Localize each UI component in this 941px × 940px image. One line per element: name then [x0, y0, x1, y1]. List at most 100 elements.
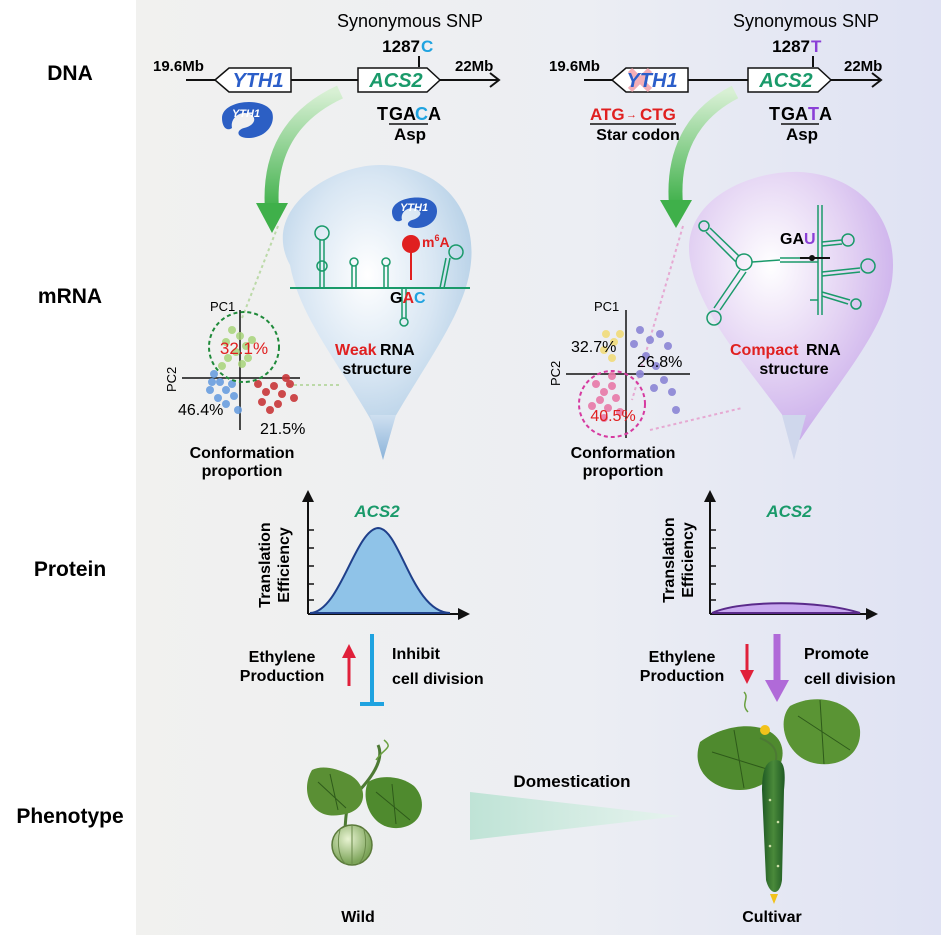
left-pct-red: 21.5%: [260, 421, 305, 438]
left-inhibit-2: cell division: [392, 671, 484, 688]
left-mrna-bubble: m6A YTH1 GAC Weak RNA structure: [282, 165, 472, 440]
right-structure-word: Compact: [730, 342, 799, 359]
right-snp-position: 1287: [772, 37, 810, 56]
left-te-ylabel-2: Efficiency: [276, 527, 293, 603]
left-pca-highlight: [208, 311, 280, 383]
left-te-chart: ACS2 Translation Efficiency: [257, 490, 470, 620]
row-label-phenotype: Phenotype: [16, 805, 123, 828]
left-pc2-label: PC2: [164, 367, 179, 392]
left-locus-start: 19.6Mb: [153, 58, 204, 75]
panel-background: [136, 0, 941, 935]
left-pca-plot: PC1 PC2 32.1% 46.4% 21.5% Conformation p…: [164, 299, 305, 480]
right-structure-rna: RNA: [806, 342, 841, 359]
right-snp-base: T: [811, 37, 822, 56]
row-label-protein: Protein: [34, 558, 106, 581]
right-gene-yth1-label: YTH1: [626, 70, 677, 92]
phenotype-wild-label: Wild: [341, 909, 375, 926]
right-gene-acs2-label: ACS2: [758, 70, 812, 92]
left-mrna-yth1-icon: [392, 197, 438, 228]
right-mrna-bubble: GAU Compact RNA structure: [689, 171, 894, 440]
svg-text:T: T: [377, 104, 388, 124]
svg-text:A: A: [795, 104, 808, 124]
svg-text:C: C: [415, 104, 428, 124]
right-gene-acs2: [747, 67, 833, 93]
left-inhibit-1: Inhibit: [392, 646, 441, 663]
left-gene-yth1-label: YTH1: [232, 70, 283, 92]
svg-text:G: G: [781, 104, 795, 124]
svg-text:Star codon: Star codon: [596, 127, 680, 144]
row-label-mrna: mRNA: [38, 285, 102, 308]
left-codon: T G A C A: [377, 104, 441, 125]
row-label-dna: DNA: [47, 62, 93, 85]
right-snp-title: Synonymous SNP: [733, 11, 879, 31]
m6a-mark-icon: [402, 235, 420, 253]
svg-text:A: A: [819, 104, 832, 124]
right-yth1-disrupted-icon: [627, 67, 653, 93]
left-pc1-label: PC1: [210, 299, 235, 314]
svg-text:→: →: [626, 109, 637, 121]
svg-text:A: A: [428, 104, 441, 124]
right-dna-panel: Synonymous SNP 1287 T 19.6Mb 22Mb YTH1 A…: [549, 11, 883, 144]
right-ethylene-2: Production: [640, 668, 724, 685]
left-green-arrow: [264, 85, 344, 211]
left-structure-rna: RNA: [380, 342, 415, 359]
domestication-arrow: [470, 792, 680, 840]
m6a-label: m6A: [422, 233, 450, 250]
left-motif: GAC: [390, 290, 426, 307]
left-dna-panel: Synonymous SNP 1287 C 19.6Mb 22Mb YTH1 A…: [153, 11, 501, 144]
right-te-ylabel-1: Translation: [661, 517, 678, 602]
left-structure-line2: structure: [342, 361, 411, 378]
left-snp-title: Synonymous SNP: [337, 11, 483, 31]
right-motif: GAU: [780, 231, 816, 248]
svg-text:G: G: [389, 104, 403, 124]
left-locus-end: 22Mb: [455, 58, 493, 75]
left-ethylene-1: Ethylene: [249, 649, 316, 666]
left-gene-acs2-label: ACS2: [368, 70, 422, 92]
svg-text:ATG: ATG: [590, 105, 625, 124]
right-te-chart: ACS2 Translation Efficiency: [661, 490, 878, 620]
left-conformation-1: Conformation: [190, 445, 295, 462]
right-pct-purple: 26.8%: [637, 354, 682, 371]
right-conformation-2: proportion: [583, 463, 664, 480]
phenotype-cultivar-label: Cultivar: [742, 909, 802, 926]
right-locus-start: 19.6Mb: [549, 58, 600, 75]
wild-plant-image: [307, 739, 422, 866]
left-te-ylabel-1: Translation: [257, 522, 274, 607]
svg-text:T: T: [769, 104, 780, 124]
left-yth1-protein-icon: YTH1: [222, 101, 273, 138]
right-pc2-label: PC2: [548, 361, 563, 386]
left-conformation-2: proportion: [202, 463, 283, 480]
left-down-arrow: [370, 415, 396, 460]
left-amino-acid: Asp: [394, 125, 426, 144]
right-pc1-label: PC1: [594, 299, 619, 314]
left-gene-acs2: [357, 67, 442, 93]
right-te-gene: ACS2: [765, 502, 812, 521]
right-promote-2: cell division: [804, 671, 896, 688]
right-conformation-1: Conformation: [571, 445, 676, 462]
left-pct-blue: 46.4%: [178, 402, 223, 419]
left-snp-position: 1287: [382, 37, 420, 56]
right-promote-1: Promote: [804, 646, 869, 663]
left-te-gene: ACS2: [353, 502, 400, 521]
right-ethylene-1: Ethylene: [649, 649, 716, 666]
right-amino-acid: Asp: [786, 125, 818, 144]
right-pct-yellow: 32.7%: [571, 339, 616, 356]
right-te-curve: [711, 602, 861, 614]
right-structure-line2: structure: [759, 361, 828, 378]
right-pca-highlight: [578, 370, 646, 438]
right-pct-pink: 40.5%: [590, 408, 635, 425]
domestication-label: Domestication: [513, 772, 630, 791]
left-ethylene-2: Production: [240, 668, 324, 685]
right-codon: T G A T A: [769, 104, 832, 125]
cultivar-plant-image: [697, 691, 861, 904]
left-pct-green: 32.1%: [220, 339, 268, 358]
left-snp-base: C: [421, 37, 433, 56]
svg-text:YTH1: YTH1: [400, 202, 428, 214]
svg-text:T: T: [808, 104, 819, 124]
left-gene-yth1: [213, 67, 292, 93]
right-te-ylabel-2: Efficiency: [680, 522, 697, 598]
right-pca-plot: PC1 PC2 32.7% 26.8% 40.5% Conformation p…: [548, 299, 690, 480]
right-locus-end: 22Mb: [844, 58, 882, 75]
svg-text:CTG: CTG: [640, 105, 676, 124]
